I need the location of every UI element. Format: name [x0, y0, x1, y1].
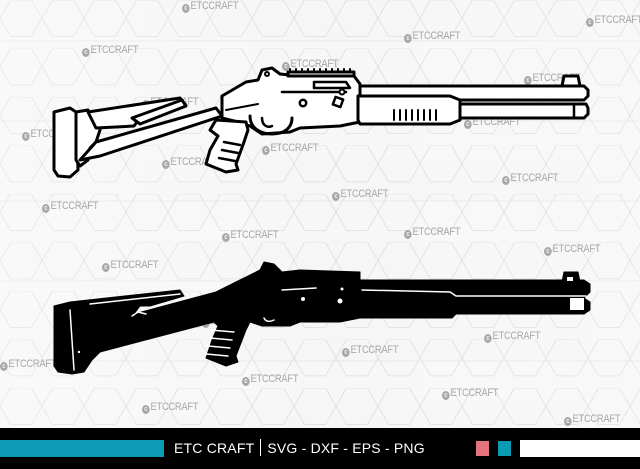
watermark-text: ETCCRAFT	[350, 344, 399, 356]
watermark-text: ETCCRAFT	[552, 243, 601, 255]
copyright-circle-icon: c	[102, 263, 110, 272]
footer-formats: SVG - DXF - EPS - PNG	[267, 440, 425, 456]
footer-banner: ETC CRAFT SVG - DXF - EPS - PNG	[0, 428, 640, 469]
copyright-circle-icon: c	[342, 348, 350, 357]
copyright-circle-icon: c	[332, 192, 340, 201]
watermark-text: ETCCRAFT	[594, 14, 640, 26]
copyright-circle-icon: c	[182, 4, 190, 13]
watermark-text: ETCCRAFT	[340, 188, 389, 200]
watermark-text: ETCCRAFT	[150, 401, 199, 413]
watermark-text: ETCCRAFT	[270, 142, 319, 154]
copyright-circle-icon: c	[242, 377, 250, 386]
watermark-text: ETCCRAFT	[230, 229, 279, 241]
footer-accent-bar-left	[0, 440, 164, 457]
footer-white-bar	[520, 440, 640, 457]
copyright-circle-icon: c	[142, 405, 150, 414]
watermark-text: ETCCRAFT	[510, 172, 559, 184]
shotgun-silhouette-illustration	[53, 261, 591, 375]
copyright-circle-icon: c	[404, 230, 412, 239]
copyright-circle-icon: c	[282, 62, 290, 71]
copyright-circle-icon: c	[22, 132, 30, 141]
copyright-circle-icon: c	[564, 417, 572, 426]
copyright-circle-icon: c	[0, 362, 8, 371]
copyright-circle-icon: c	[162, 160, 170, 169]
footer-separator	[260, 439, 262, 456]
copyright-circle-icon: c	[222, 233, 230, 242]
copyright-circle-icon: c	[262, 146, 270, 155]
copyright-circle-icon: c	[82, 48, 90, 57]
watermark-text: ETCCRAFT	[290, 58, 339, 70]
copyright-circle-icon: c	[484, 334, 492, 343]
shotgun-outline-illustration	[52, 66, 590, 179]
watermark-text: ETCCRAFT	[412, 226, 461, 238]
watermark-text: ETCCRAFT	[90, 44, 139, 56]
copyright-circle-icon: c	[502, 176, 510, 185]
watermark-text: ETCCRAFT	[50, 200, 99, 212]
copyright-circle-icon: c	[464, 120, 472, 129]
watermark-text: ETCCRAFT	[450, 387, 499, 399]
footer-blue-square	[498, 441, 511, 456]
copyright-circle-icon: c	[442, 391, 450, 400]
watermark-text: ETCCRAFT	[190, 0, 239, 12]
copyright-circle-icon: c	[404, 34, 412, 43]
footer-brand: ETC CRAFT	[174, 440, 255, 456]
watermark-text: ETCCRAFT	[412, 30, 461, 42]
copyright-circle-icon: c	[42, 204, 50, 213]
copyright-circle-icon: c	[544, 247, 552, 256]
watermark-text: ETCCRAFT	[250, 373, 299, 385]
watermark-text: ETCCRAFT	[8, 358, 57, 370]
copyright-circle-icon: c	[524, 76, 532, 85]
footer-red-square	[476, 441, 489, 456]
watermark-text: ETCCRAFT	[572, 413, 621, 425]
watermark-text: ETCCRAFT	[110, 259, 159, 271]
watermark-text: ETCCRAFT	[492, 330, 541, 342]
copyright-circle-icon: c	[586, 18, 594, 27]
footer-caption: ETC CRAFT SVG - DXF - EPS - PNG	[174, 439, 425, 458]
